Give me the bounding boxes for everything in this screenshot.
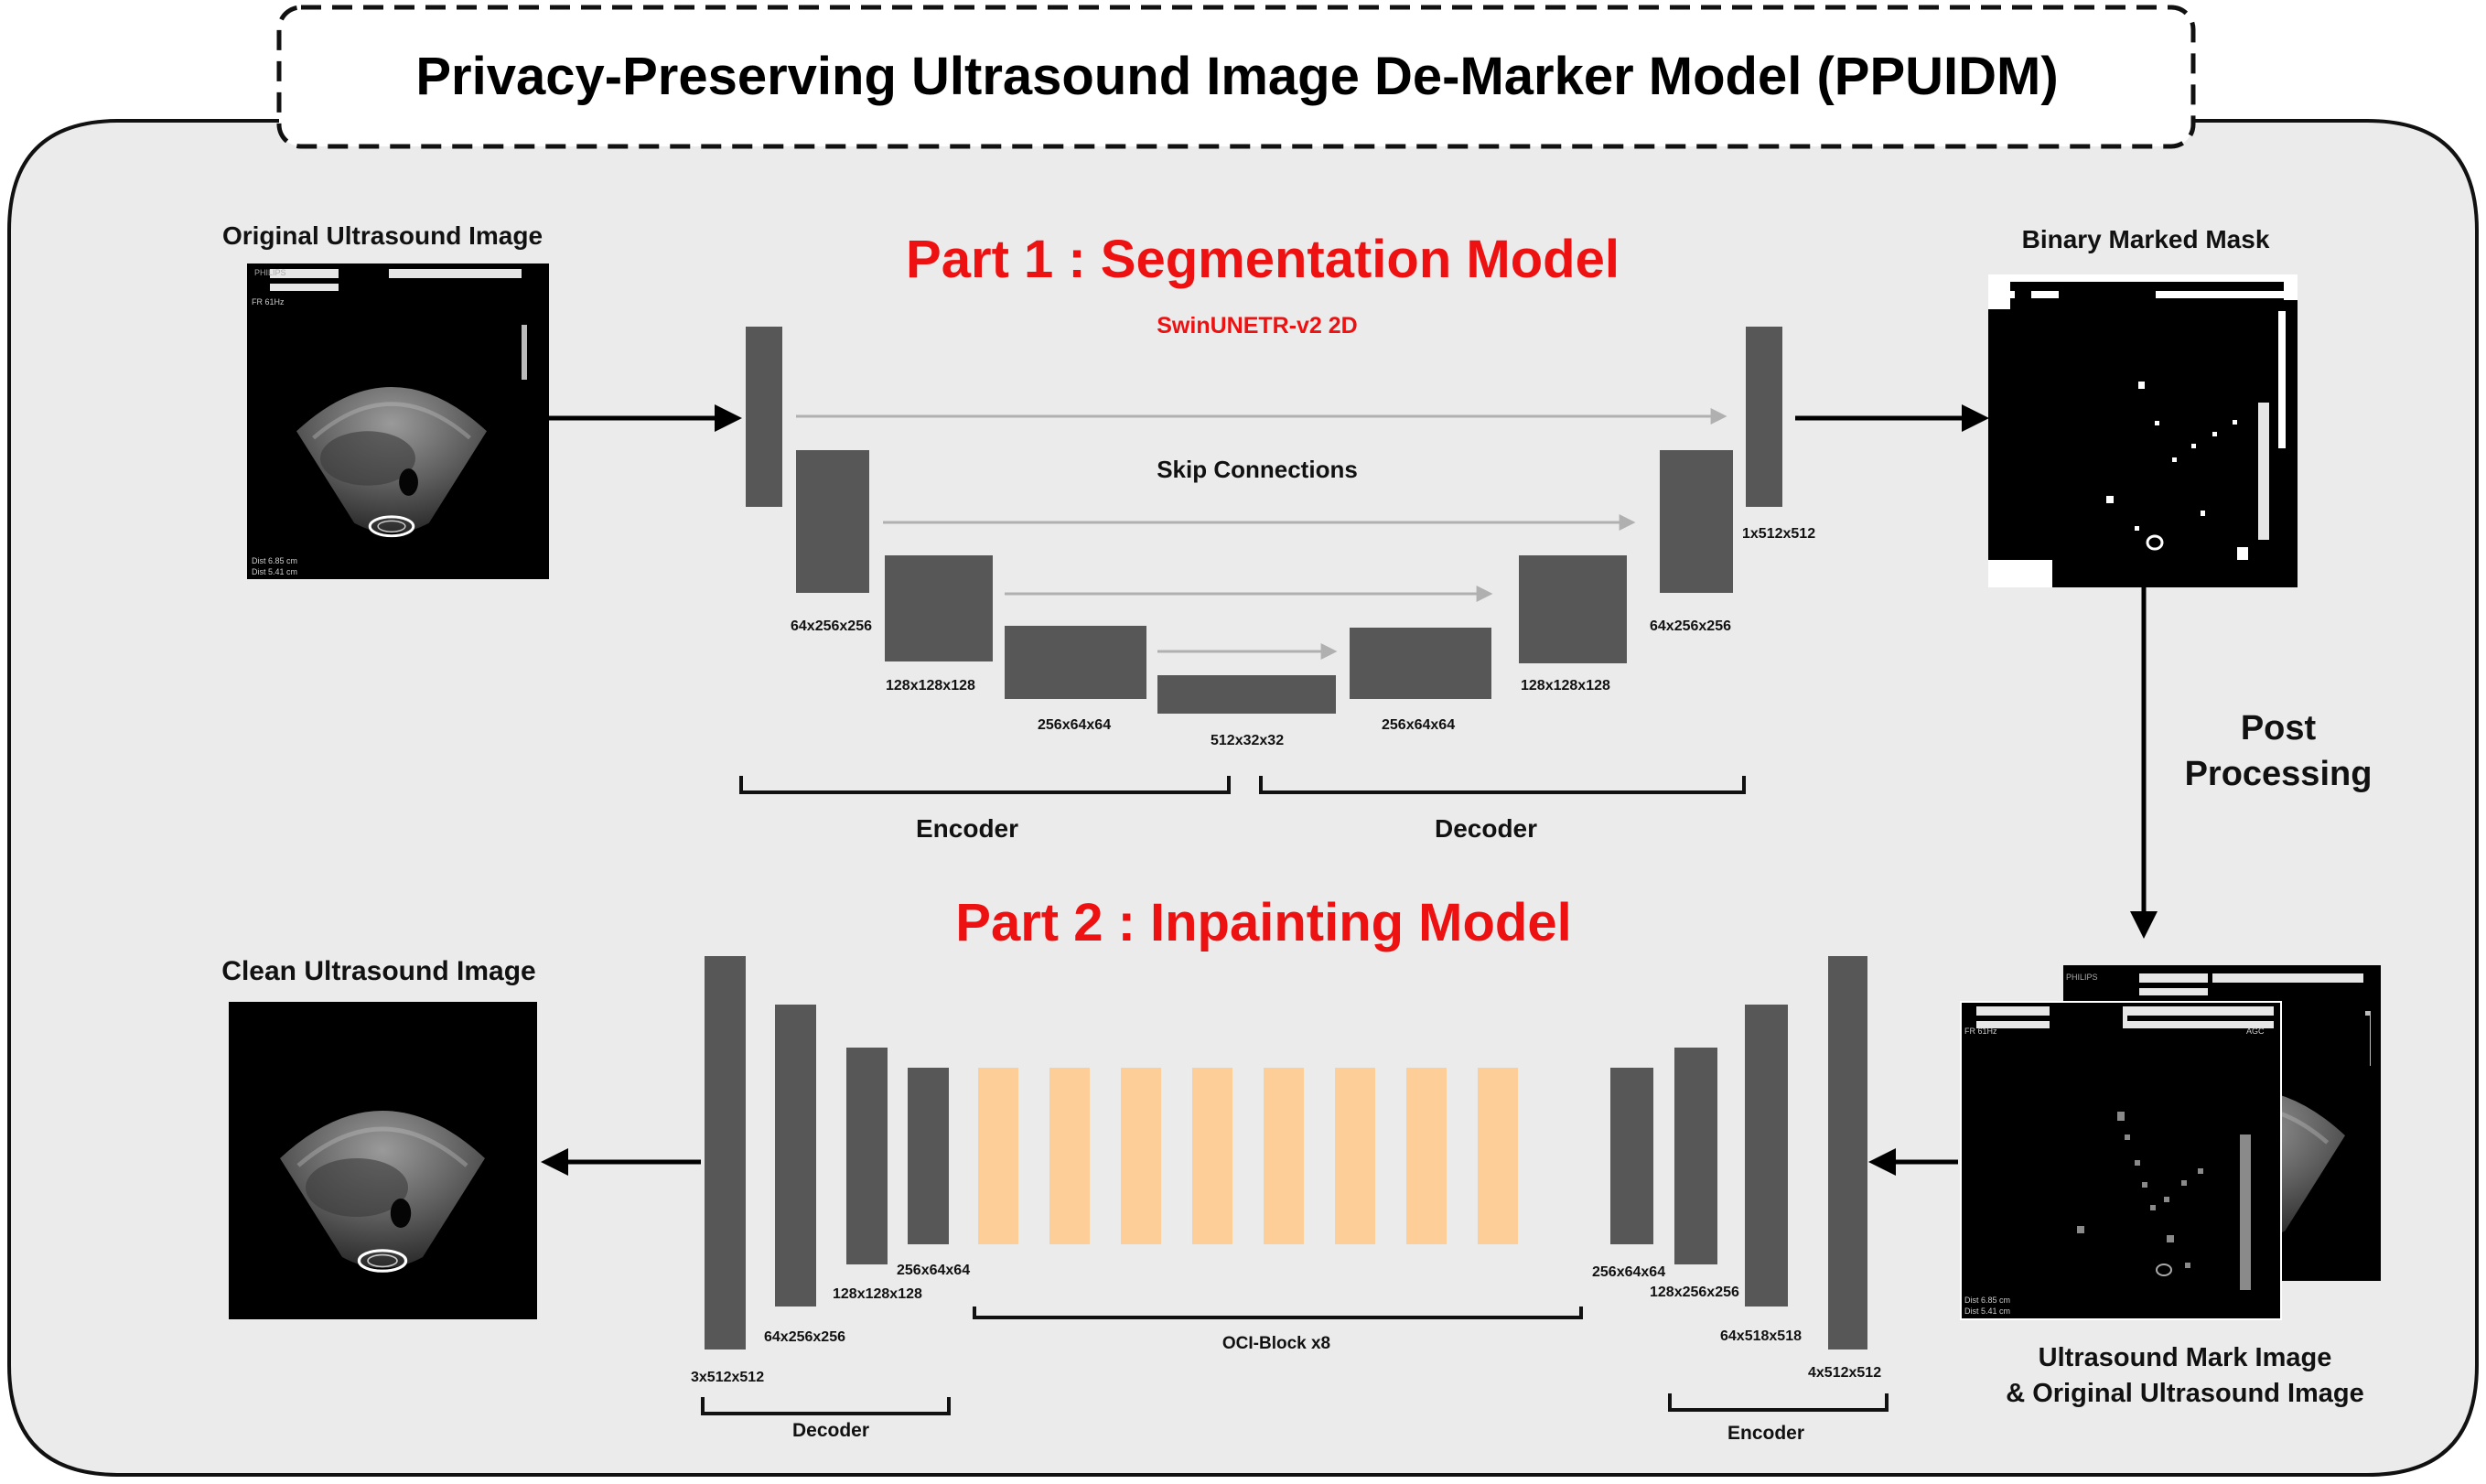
post-processing-label-1: Post bbox=[2240, 709, 2317, 747]
page-title: Privacy-Preserving Ultrasound Image De-M… bbox=[415, 47, 2059, 106]
inp-enc-dim-2: 64x518x518 bbox=[1720, 1328, 1802, 1344]
ultrasound-mark-image-front bbox=[1960, 1001, 2282, 1320]
seg-dec-block-4 bbox=[1746, 327, 1782, 507]
inp-enc-dim-3: 128x256x256 bbox=[1650, 1285, 1739, 1300]
oci-block-label: OCI-Block x8 bbox=[1221, 1334, 1331, 1353]
us-freq: FR 61Hz bbox=[252, 297, 285, 306]
clean-ultrasound-image bbox=[229, 1002, 537, 1319]
segmentation-unet bbox=[746, 327, 1782, 714]
seg-enc-dim-2: 128x128x128 bbox=[886, 678, 975, 694]
binary-mask-label: Binary Marked Mask bbox=[2021, 225, 2270, 253]
seg-bottleneck-dim: 512x32x32 bbox=[1211, 733, 1285, 748]
mark-image-label-1: Ultrasound Mark Image bbox=[2038, 1343, 2332, 1372]
oci-block-7 bbox=[1406, 1068, 1447, 1244]
clean-image-label: Clean Ultrasound Image bbox=[221, 956, 536, 986]
oci-block-3 bbox=[1121, 1068, 1161, 1244]
seg-enc-dim-1: 64x256x256 bbox=[791, 618, 872, 634]
seg-dec-block-1 bbox=[1350, 628, 1491, 699]
seg-dec-dim-3: 64x256x256 bbox=[1650, 618, 1731, 634]
us-brand-2: PHILIPS bbox=[2066, 973, 2098, 982]
original-ultrasound-image bbox=[247, 263, 549, 579]
oci-block-bracket bbox=[973, 1307, 1583, 1319]
seg-enc-block-2 bbox=[796, 450, 869, 593]
inp-enc-dim-1: 4x512x512 bbox=[1808, 1365, 1882, 1381]
inp-encoder-label: Encoder bbox=[1727, 1423, 1805, 1444]
us-brand: PHILIPS bbox=[254, 268, 286, 277]
inp-dec-block-1 bbox=[908, 1068, 949, 1244]
oci-block-2 bbox=[1049, 1068, 1090, 1244]
oci-block-6 bbox=[1335, 1068, 1375, 1244]
post-processing-label-2: Processing bbox=[2184, 755, 2373, 793]
part2-title: Part 2 : Inpainting Model bbox=[955, 893, 1572, 952]
inp-dec-dim-1: 256x64x64 bbox=[897, 1263, 971, 1278]
seg-decoder-bracket bbox=[1259, 776, 1746, 794]
seg-enc-dim-3: 256x64x64 bbox=[1038, 717, 1112, 733]
oci-block-4 bbox=[1192, 1068, 1232, 1244]
inp-dec-dim-2: 128x128x128 bbox=[833, 1286, 922, 1302]
oci-block-1 bbox=[978, 1068, 1018, 1244]
part1-subtitle: SwinUNETR-v2 2D bbox=[1157, 313, 1358, 339]
inp-dec-block-3 bbox=[775, 1005, 816, 1307]
oci-block-8 bbox=[1478, 1068, 1518, 1244]
inp-decoder-label: Decoder bbox=[791, 1420, 870, 1441]
skip-connections-label: Skip Connections bbox=[1157, 456, 1358, 483]
us-agc-2: AGC bbox=[2246, 1027, 2265, 1036]
title-box bbox=[276, 5, 2196, 149]
inp-enc-block-4 bbox=[1610, 1068, 1653, 1244]
seg-encoder-bracket bbox=[739, 776, 1231, 794]
us-dist1-2: Dist 6.85 cm bbox=[1964, 1296, 2010, 1305]
oci-block-5 bbox=[1264, 1068, 1304, 1244]
inp-enc-block-1 bbox=[1828, 956, 1867, 1350]
seg-enc-block-3 bbox=[885, 555, 993, 661]
inp-enc-block-3 bbox=[1674, 1048, 1717, 1264]
original-image-label: Original Ultrasound Image bbox=[221, 221, 543, 250]
inpainting-network bbox=[705, 956, 1867, 1350]
oci-blocks bbox=[978, 1068, 1518, 1244]
binary-marked-mask bbox=[1988, 274, 2298, 587]
seg-encoder-label: Encoder bbox=[915, 814, 1019, 843]
inp-enc-dim-4: 256x64x64 bbox=[1592, 1264, 1666, 1280]
inp-dec-block-2 bbox=[846, 1048, 888, 1264]
seg-dec-block-3 bbox=[1660, 450, 1733, 593]
seg-dec-block-2 bbox=[1519, 555, 1627, 663]
inp-enc-block-2 bbox=[1745, 1005, 1788, 1307]
seg-bottleneck-block bbox=[1157, 675, 1336, 714]
inp-dec-dim-4: 3x512x512 bbox=[691, 1370, 765, 1385]
seg-enc-block-1 bbox=[746, 327, 782, 507]
mark-image-label-2: & Original Ultrasound Image bbox=[2006, 1379, 2364, 1408]
us-dist1: Dist 6.85 cm bbox=[252, 556, 297, 565]
seg-dec-dim-1: 256x64x64 bbox=[1382, 717, 1456, 733]
us-dist2-2: Dist 5.41 cm bbox=[1964, 1307, 2010, 1316]
part1-title: Part 1 : Segmentation Model bbox=[906, 230, 1620, 289]
inp-dec-block-4 bbox=[705, 956, 746, 1350]
inp-encoder-bracket bbox=[1668, 1393, 1889, 1412]
skip-connections bbox=[796, 408, 1727, 660]
us-freq-2: FR 61Hz bbox=[1964, 1027, 1997, 1036]
seg-dec-dim-2: 128x128x128 bbox=[1521, 678, 1610, 694]
seg-dec-dim-4: 1x512x512 bbox=[1742, 526, 1816, 542]
inp-dec-dim-3: 64x256x256 bbox=[764, 1329, 845, 1345]
us-dist2: Dist 5.41 cm bbox=[252, 567, 297, 576]
seg-enc-block-4 bbox=[1005, 626, 1146, 699]
seg-decoder-label: Decoder bbox=[1434, 814, 1538, 843]
inp-decoder-bracket bbox=[701, 1397, 951, 1415]
